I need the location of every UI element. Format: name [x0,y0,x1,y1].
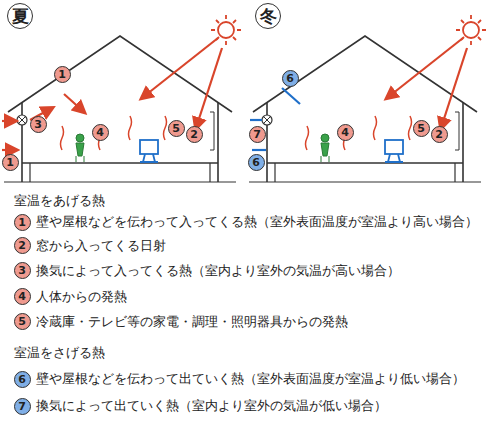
callout-digit: 6 [18,374,26,385]
callout-number: 5 [168,120,185,137]
callout-number: 5 [14,313,31,330]
callout-digit: 1 [18,217,26,228]
callout-digit: 2 [18,240,26,251]
callout-number: 6 [248,154,265,171]
callout-number: 3 [30,116,47,133]
callout-number: 1 [54,66,71,83]
callout-number: 2 [186,126,203,143]
list-item: 冷蔵庫・テレビ等の家電・調理・照明器具からの発熱 [36,314,348,330]
callout-number: 5 [413,120,430,137]
list-item: 壁や屋根などを伝わって入ってくる熱（室外表面温度が室温より高い場合） [36,214,478,230]
callout-digit: 5 [18,316,26,327]
callout-number: 6 [282,70,299,87]
list-item: 窓から入ってくる日射 [36,238,166,254]
season-label: 夏 [12,8,29,25]
callout-digit: 6 [252,157,260,168]
callout-number: 7 [249,126,266,143]
callout-digit: 5 [172,123,180,134]
callout-number: 3 [14,262,31,279]
callout-digit: 3 [18,265,26,276]
list-item: 壁や屋根などを伝わって出ていく熱（室外表面温度が室温より低い場合） [36,371,465,387]
callout-digit: 3 [34,119,42,130]
callout-digit: 2 [435,129,443,140]
list-item: 人体からの発熱 [36,289,127,305]
callout-number: 4 [14,288,31,305]
callout-digit: 5 [417,123,425,134]
season-label: 冬 [260,8,277,25]
callout-digit: 6 [286,73,294,84]
callout-digit: 4 [18,291,26,302]
callout-number: 7 [14,398,31,415]
callout-number: 1 [14,214,31,231]
callout-number: 4 [92,124,109,141]
section-heading: 室温をあげる熱 [14,193,105,209]
season-circle: 夏 [7,3,33,29]
callout-digit: 7 [253,129,261,140]
callout-number: 4 [337,124,354,141]
callout-digit: 1 [6,157,14,168]
callout-digit: 4 [341,127,349,138]
list-item: 換気によって出ていく熱（室内より室外の気温が低い場合） [36,398,387,414]
callout-digit: 4 [96,127,104,138]
callout-number: 6 [14,371,31,388]
list-item: 換気によって入ってくる熱（室内より室外の気温が高い場合） [36,263,400,279]
callout-digit: 7 [18,401,26,412]
season-circle: 冬 [255,3,281,29]
section-heading: 室温をさげる熱 [14,345,105,361]
callout-digit: 1 [58,69,66,80]
callout-number: 2 [431,126,448,143]
callout-number: 2 [14,237,31,254]
callout-number: 1 [2,154,19,171]
callout-digit: 2 [190,129,198,140]
